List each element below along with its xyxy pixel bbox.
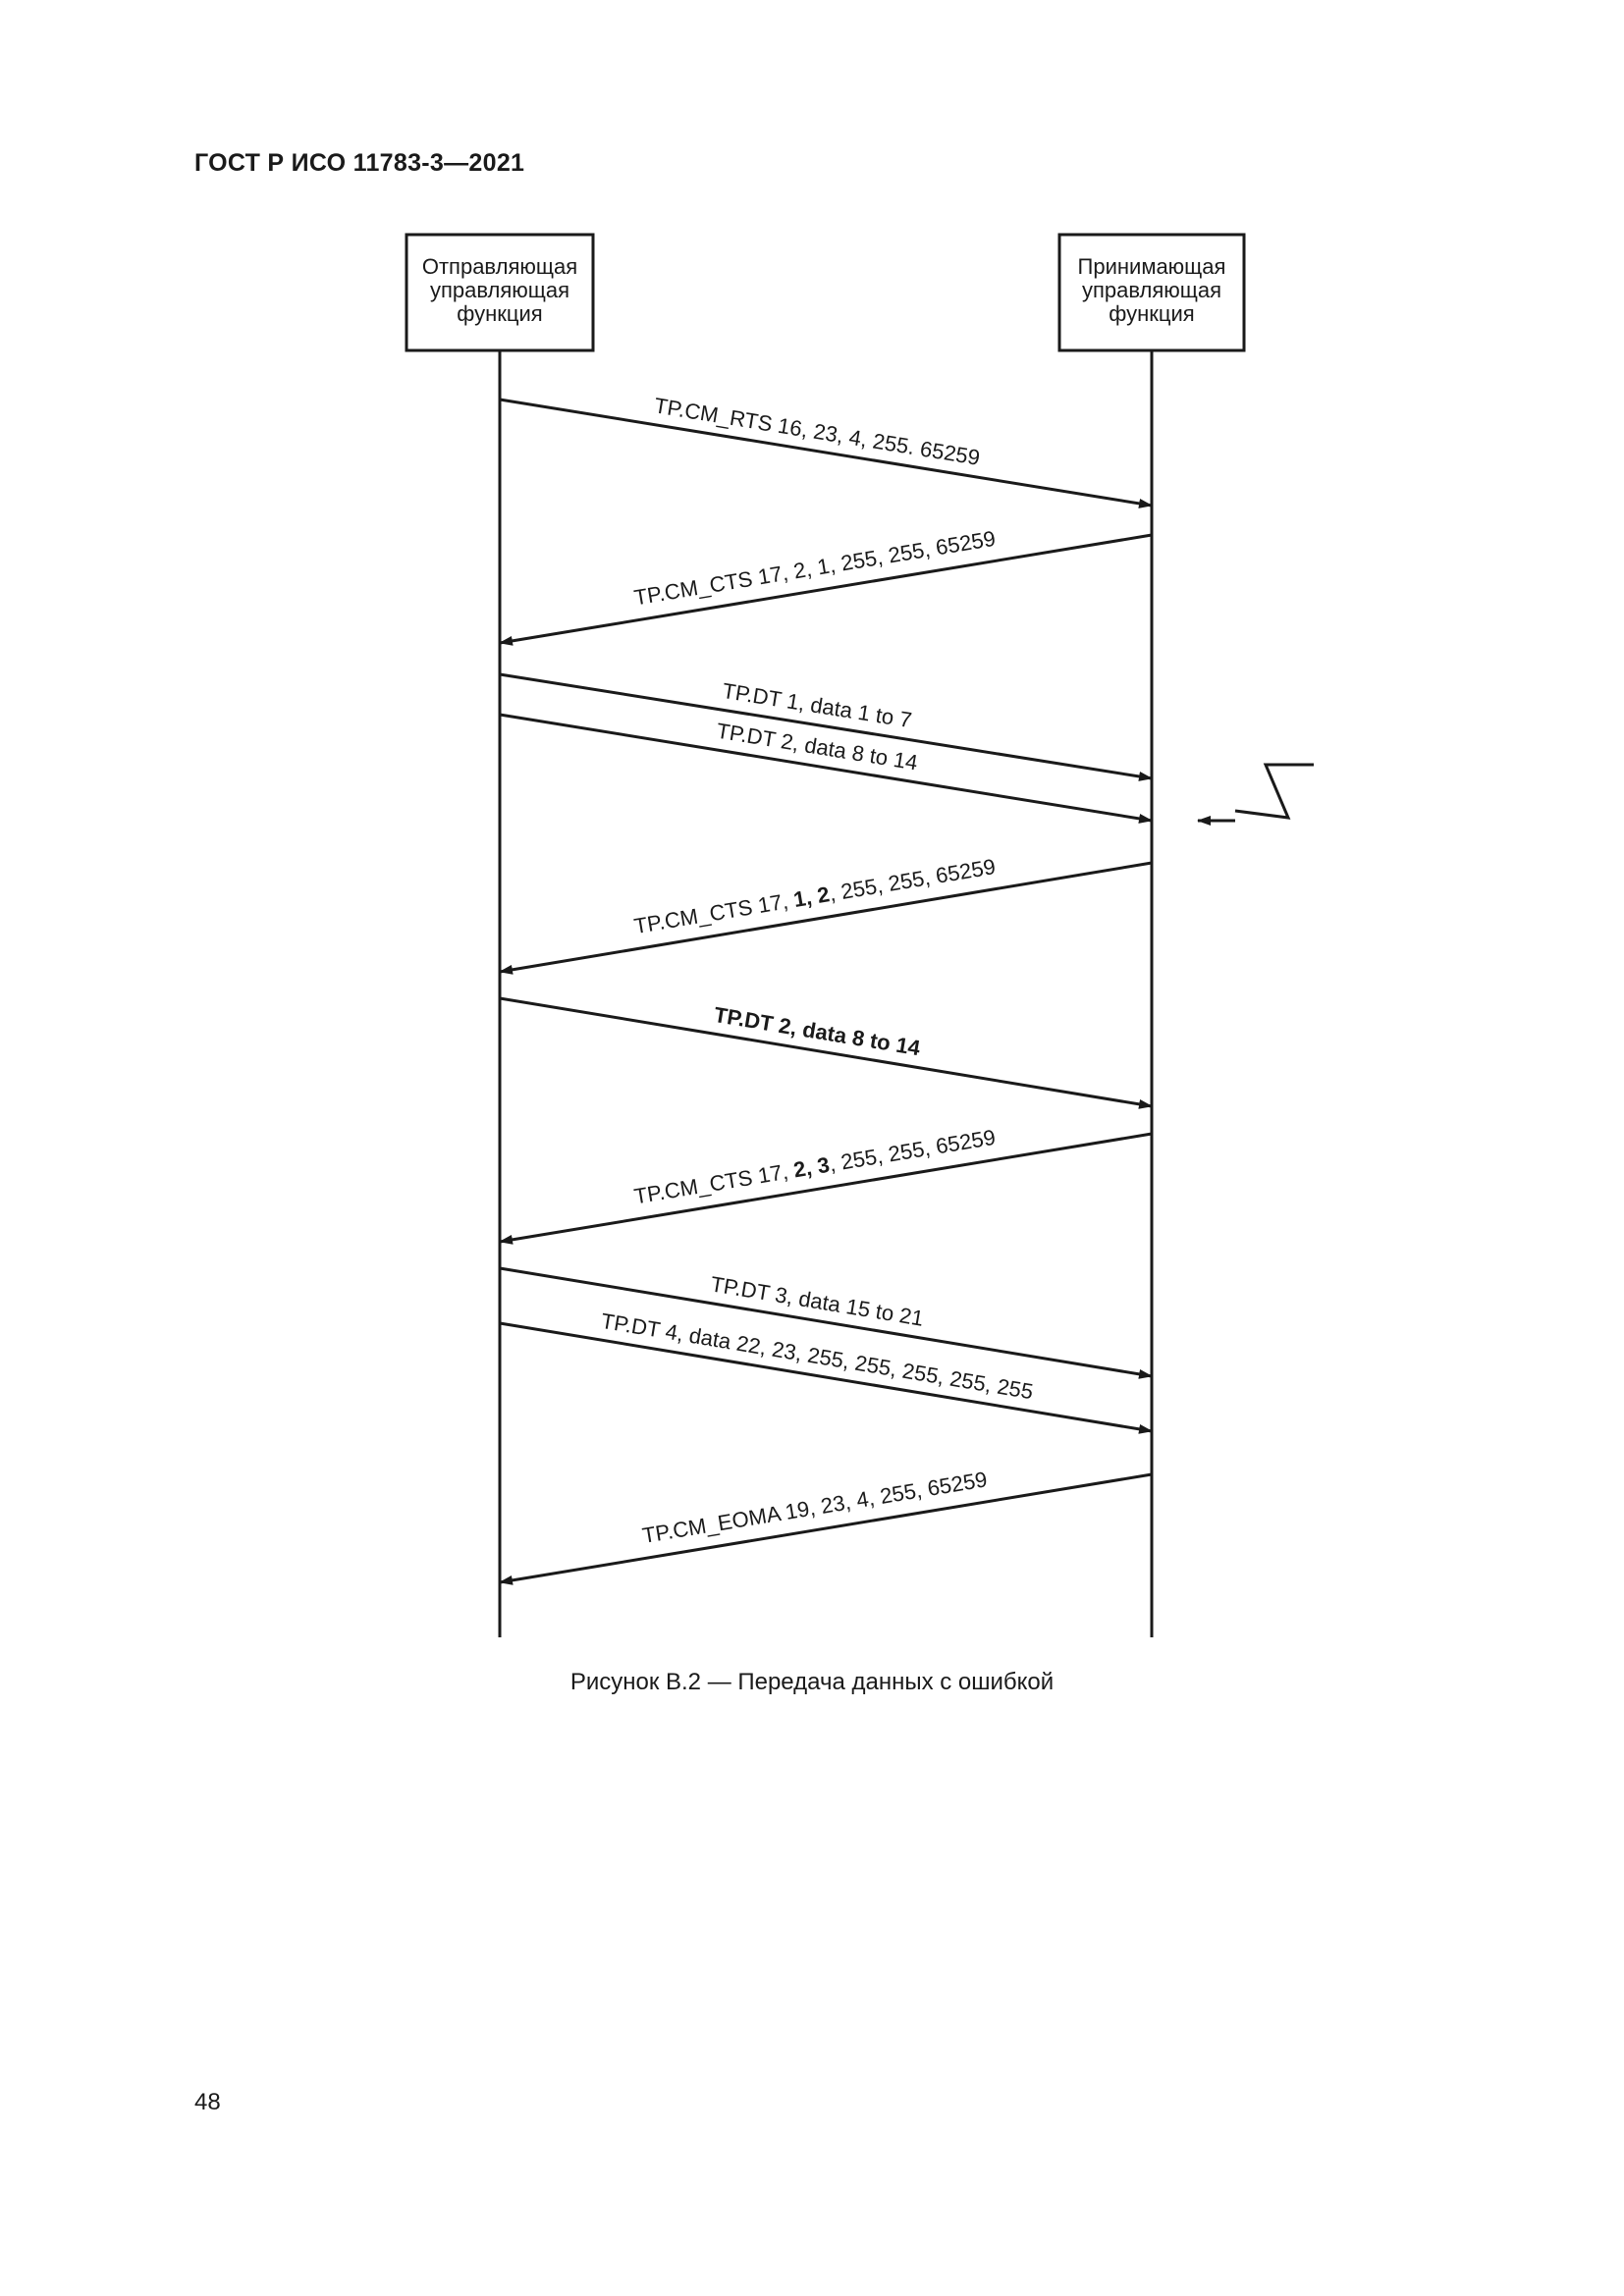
sender-label-line: управляющая	[429, 278, 570, 302]
message-arrow	[499, 1472, 1153, 1585]
message-label: TP.CM_EOMA 19, 23, 4, 255, 65259	[640, 1467, 989, 1548]
receiver-label: Принимающая управляющая функция	[1059, 255, 1244, 326]
document-header: ГОСТ Р ИСО 11783-3—2021	[194, 149, 525, 177]
message-label: TP.CM_CTS 17, 2, 1, 255, 255, 65259	[632, 526, 998, 611]
message-arrow	[499, 1321, 1153, 1434]
sender-label-line: Отправляющая	[421, 254, 578, 279]
figure-caption: Рисунок В.2 — Передача данных с ошибкой	[569, 1669, 1055, 1695]
page-number: 48	[194, 2089, 221, 2115]
sender-label: Отправляющая управляющая функция	[406, 255, 593, 326]
sender-label-line: функция	[457, 301, 543, 326]
message-label: TP.CM_CTS 17, 2, 3, 255, 255, 65259	[632, 1125, 998, 1209]
message-arrow	[499, 861, 1153, 975]
message-arrow	[499, 533, 1153, 646]
receiver-label-line: функция	[1109, 301, 1195, 326]
message-arrow	[499, 713, 1153, 824]
message-label: TP.DT 4, data 22, 23, 255, 255, 255, 255…	[599, 1308, 1035, 1405]
error-indicator	[1197, 763, 1314, 826]
receiver-label-line: Принимающая	[1077, 254, 1226, 279]
message-arrow	[499, 1132, 1153, 1245]
message-arrow	[499, 672, 1153, 781]
message-arrow	[499, 1266, 1153, 1379]
messages-layer: TP.CM_RTS 16, 23, 4, 255. 65259TP.CM_CTS…	[499, 393, 1153, 1585]
message-arrow	[499, 398, 1153, 508]
receiver-label-line: управляющая	[1081, 278, 1222, 302]
message-label: TP.CM_CTS 17, 1, 2, 255, 255, 65259	[632, 854, 998, 938]
message-arrow	[499, 996, 1153, 1109]
